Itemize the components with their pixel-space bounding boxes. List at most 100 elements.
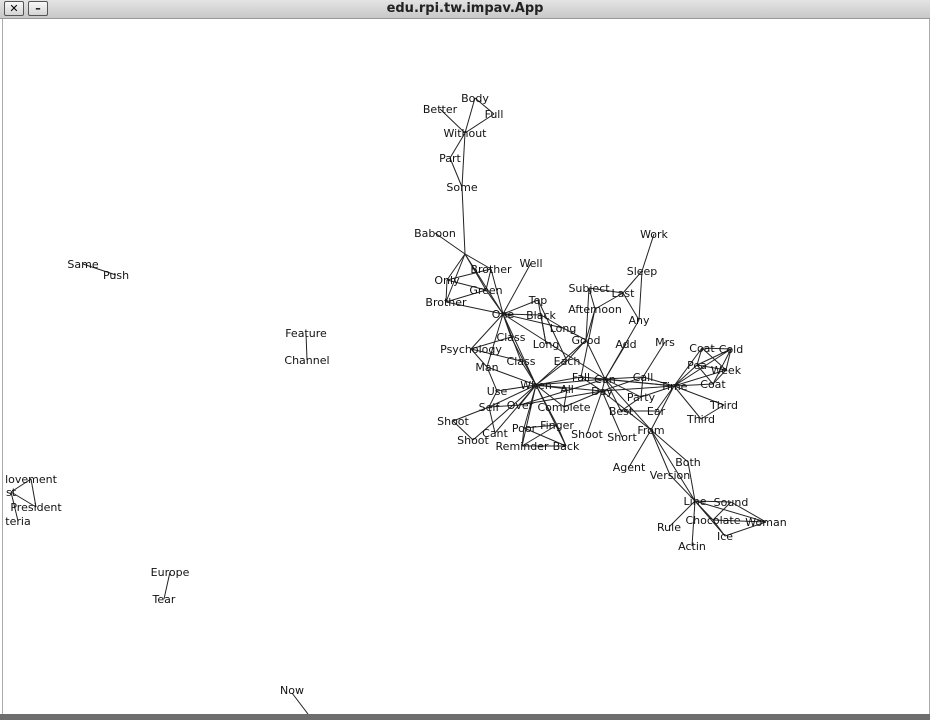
node-call[interactable]: Call xyxy=(633,371,654,384)
node-use[interactable]: Use xyxy=(487,385,508,398)
node-top[interactable]: Top xyxy=(528,294,548,307)
node-subject[interactable]: Subject xyxy=(568,282,610,295)
node-actin[interactable]: Actin xyxy=(678,540,706,553)
node-brother2[interactable]: Brother xyxy=(425,296,467,309)
node-long1[interactable]: Long xyxy=(550,322,577,335)
node-coat1[interactable]: Coat xyxy=(689,342,715,355)
node-better[interactable]: Better xyxy=(423,103,458,116)
node-class1[interactable]: Class xyxy=(497,331,526,344)
node-poor[interactable]: Poor xyxy=(512,422,537,435)
node-st[interactable]: st xyxy=(6,486,17,499)
node-from[interactable]: From xyxy=(637,424,664,437)
node-psychology[interactable]: Psychology xyxy=(440,343,502,356)
node-man[interactable]: Man xyxy=(475,361,498,374)
node-coat2[interactable]: Coat xyxy=(700,378,726,391)
edge-movement-st xyxy=(10,478,32,493)
node-short[interactable]: Short xyxy=(607,431,637,444)
node-ice[interactable]: Ice xyxy=(717,530,733,543)
node-only[interactable]: Only xyxy=(434,274,460,287)
node-black[interactable]: Black xyxy=(526,309,556,322)
node-mrs[interactable]: Mrs xyxy=(655,336,675,349)
node-sound[interactable]: Sound xyxy=(714,496,749,509)
node-cold[interactable]: Cold xyxy=(719,343,743,356)
edge-psychology-man xyxy=(470,348,488,368)
node-chocolate[interactable]: Chocolate xyxy=(685,514,740,527)
edge-one-class2 xyxy=(502,313,522,362)
node-third1[interactable]: Third xyxy=(709,399,738,412)
edge-when-use xyxy=(496,384,537,392)
node-third2[interactable]: Third xyxy=(686,413,715,426)
window-title: edu.rpi.tw.impav.App xyxy=(386,1,544,16)
edge-baboon-n xyxy=(434,232,466,255)
node-well[interactable]: Well xyxy=(519,257,542,270)
node-party[interactable]: Party xyxy=(627,391,656,404)
minimize-button[interactable]: – xyxy=(28,1,48,16)
node-push[interactable]: Push xyxy=(103,269,129,282)
node-one[interactable]: One xyxy=(492,308,515,321)
node-work[interactable]: Work xyxy=(640,228,668,241)
edge-time-from xyxy=(650,385,675,431)
edge-day-time xyxy=(601,385,675,392)
node-baboon[interactable]: Baboon xyxy=(414,227,456,240)
node-shoot1[interactable]: Shoot xyxy=(437,415,469,428)
edge-cold-pea xyxy=(696,348,732,366)
node-without[interactable]: Without xyxy=(444,127,488,140)
edge-one-black xyxy=(502,313,542,316)
node-full[interactable]: Full xyxy=(485,108,504,121)
node-both[interactable]: Both xyxy=(675,456,701,469)
node-last[interactable]: Last xyxy=(612,287,636,300)
node-complete[interactable]: Complete xyxy=(537,401,590,414)
node-when[interactable]: When xyxy=(520,379,552,392)
node-movement[interactable]: lovement xyxy=(5,473,58,486)
edge-class2-when xyxy=(520,360,537,386)
node-time[interactable]: Time xyxy=(660,380,688,393)
node-day[interactable]: Day xyxy=(591,385,613,398)
node-ear[interactable]: Ear xyxy=(647,405,666,418)
node-now[interactable]: Now xyxy=(280,684,304,697)
node-body[interactable]: Body xyxy=(461,92,489,105)
node-best[interactable]: Best xyxy=(609,405,634,418)
node-self[interactable]: Self xyxy=(479,401,501,414)
node-feature[interactable]: Feature xyxy=(285,327,327,340)
edge-from-agent xyxy=(628,429,652,468)
node-some[interactable]: Some xyxy=(446,181,477,194)
node-shoot3[interactable]: Shoot xyxy=(571,428,603,441)
node-back[interactable]: Back xyxy=(553,440,580,453)
node-part[interactable]: Part xyxy=(439,152,461,165)
node-finger[interactable]: Finger xyxy=(540,419,574,432)
node-all[interactable]: All xyxy=(560,383,574,396)
node-each[interactable]: Each xyxy=(554,355,581,368)
node-good[interactable]: Good xyxy=(572,334,601,347)
node-over[interactable]: Over xyxy=(507,399,534,412)
node-week[interactable]: Week xyxy=(711,364,742,377)
node-shoot2[interactable]: Shoot xyxy=(457,434,489,447)
node-tear[interactable]: Tear xyxy=(152,593,176,606)
node-green[interactable]: Green xyxy=(469,284,502,297)
node-rule[interactable]: Rule xyxy=(657,521,681,534)
node-line[interactable]: Line xyxy=(684,495,707,508)
node-afternoon[interactable]: Afternoon xyxy=(568,303,622,316)
node-long2[interactable]: Long xyxy=(533,338,560,351)
node-teria[interactable]: teria xyxy=(5,515,30,528)
node-cant[interactable]: Cant xyxy=(482,427,508,440)
close-button[interactable]: ✕ xyxy=(4,1,24,16)
node-add[interactable]: Add xyxy=(615,338,636,351)
node-any[interactable]: Any xyxy=(628,314,649,327)
node-class2[interactable]: Class xyxy=(507,355,536,368)
node-pea[interactable]: Pea xyxy=(687,359,707,372)
node-fall[interactable]: Fall xyxy=(572,371,590,384)
node-agent[interactable]: Agent xyxy=(613,461,646,474)
node-europe[interactable]: Europe xyxy=(151,566,190,579)
node-channel[interactable]: Channel xyxy=(284,354,329,367)
node-brother1[interactable]: Brother xyxy=(470,263,512,276)
node-can[interactable]: Can xyxy=(594,373,615,386)
node-version[interactable]: Version xyxy=(650,469,690,482)
node-same[interactable]: Same xyxy=(67,258,98,271)
node-president[interactable]: President xyxy=(10,501,62,514)
edge-day-short xyxy=(601,390,623,438)
node-sleep[interactable]: Sleep xyxy=(627,265,658,278)
node-reminder[interactable]: Reminder xyxy=(496,440,549,453)
node-woman[interactable]: Woman xyxy=(745,516,786,529)
